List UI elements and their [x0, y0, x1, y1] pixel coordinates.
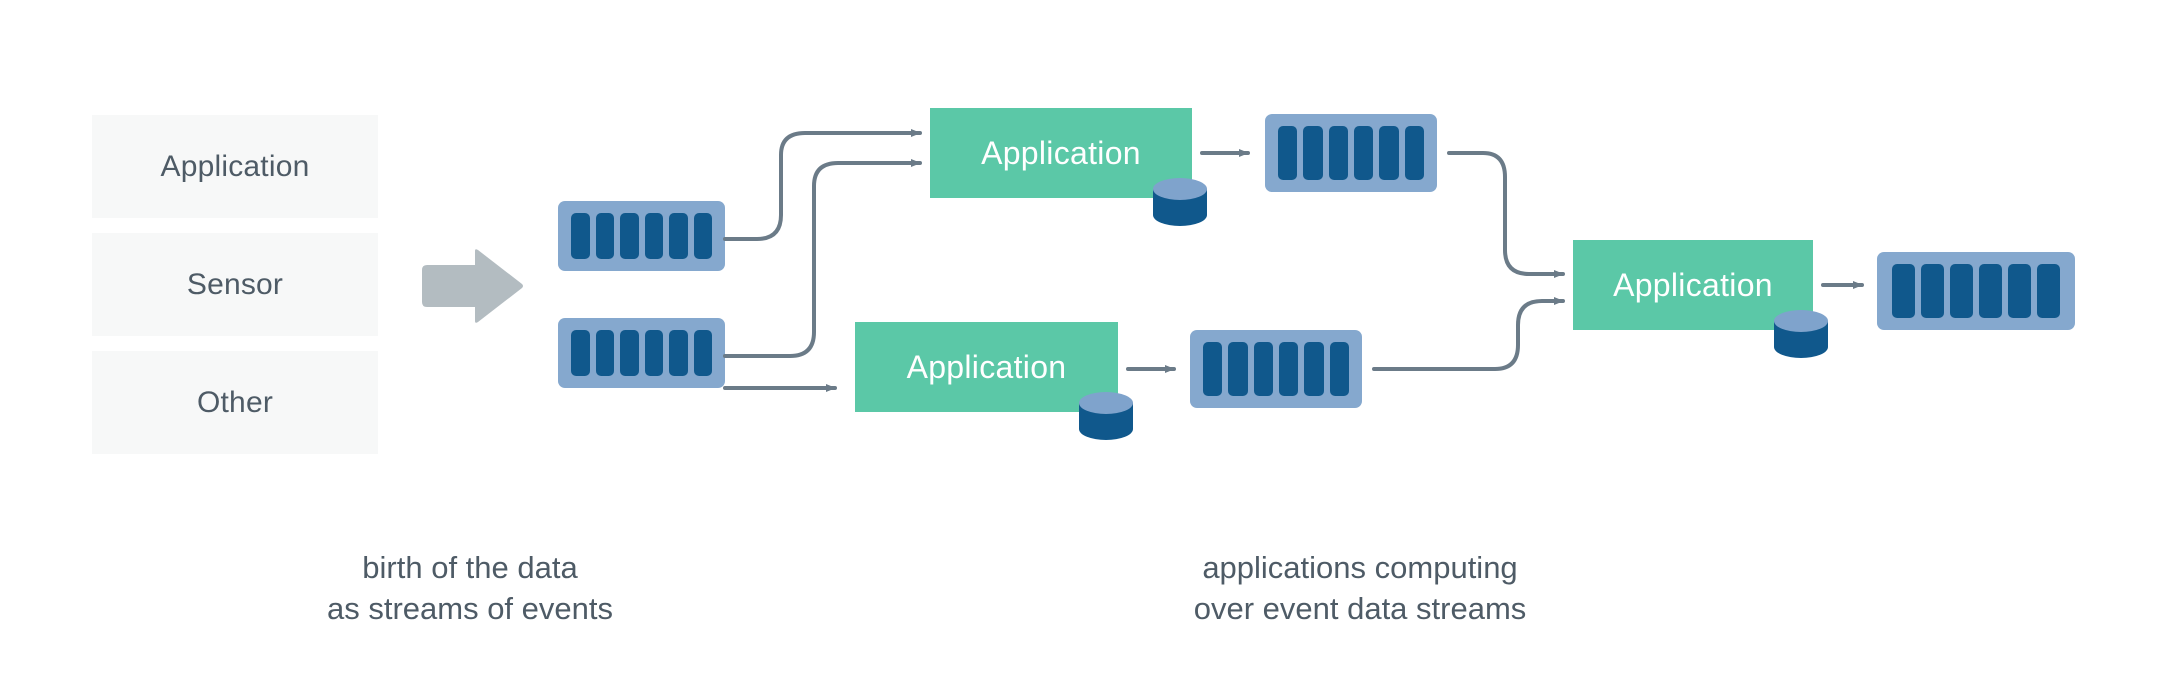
stream-bar — [1979, 264, 2002, 318]
source-label: Other — [196, 385, 274, 419]
caption-left: birth of the data as streams of events — [326, 550, 613, 626]
stream-bar — [693, 330, 712, 376]
application-label: Application — [981, 134, 1141, 171]
stream-bar — [644, 330, 663, 376]
stream-bar — [1328, 126, 1348, 180]
stream-bar — [595, 213, 614, 259]
connector-stream4-to-app3 — [1372, 297, 1565, 371]
caption-right: applications computing over event data s… — [1193, 550, 1527, 626]
source-box-other: Other — [92, 351, 378, 454]
connector-stream1-to-app1 — [723, 129, 922, 241]
stream-bar — [1921, 264, 1944, 318]
stream-bar — [1404, 126, 1424, 180]
database-cylinder-icon — [1773, 310, 1829, 358]
event-stream-icon — [1190, 330, 1362, 408]
database-cylinder-icon — [1152, 178, 1208, 226]
stream-bar — [1353, 126, 1374, 180]
stream-bar — [693, 213, 712, 259]
stream-bar — [669, 330, 688, 376]
stream-bar — [1253, 342, 1273, 396]
stream-bar — [1950, 264, 1973, 318]
stream-bar — [2008, 264, 2031, 318]
event-stream-icon — [1877, 252, 2075, 330]
stream-bar — [2037, 264, 2060, 318]
stream-bar — [595, 330, 614, 376]
application-box-1: Application — [930, 108, 1192, 198]
application-box-3: Application — [1573, 240, 1813, 330]
stream-bar — [1303, 126, 1323, 180]
stream-bar — [1278, 126, 1298, 180]
stream-bar — [620, 213, 639, 259]
stream-bar — [571, 213, 590, 259]
stream-bar — [1228, 342, 1248, 396]
database-cylinder-icon — [1078, 392, 1134, 440]
stream-bar — [1892, 264, 1915, 318]
stream-bar — [644, 213, 663, 259]
stream-bar — [1203, 342, 1223, 396]
stream-bar — [571, 330, 590, 376]
source-label: Application — [160, 149, 310, 183]
application-label: Application — [906, 348, 1067, 385]
event-stream-icon — [558, 318, 725, 388]
source-label: Sensor — [186, 267, 284, 301]
application-label: Application — [1613, 266, 1773, 303]
stream-bar — [620, 330, 639, 376]
stream-bar — [1278, 342, 1299, 396]
source-box-sensor: Sensor — [92, 233, 378, 336]
stream-bar — [1329, 342, 1349, 396]
stream-bar — [1304, 342, 1324, 396]
connector-stream3-to-app3 — [1447, 151, 1565, 278]
event-stream-icon — [558, 201, 725, 271]
stream-bar — [669, 213, 688, 259]
stream-bar — [1379, 126, 1399, 180]
right-arrow-icon — [418, 248, 524, 324]
source-box-application: Application — [92, 115, 378, 218]
event-stream-icon — [1265, 114, 1437, 192]
